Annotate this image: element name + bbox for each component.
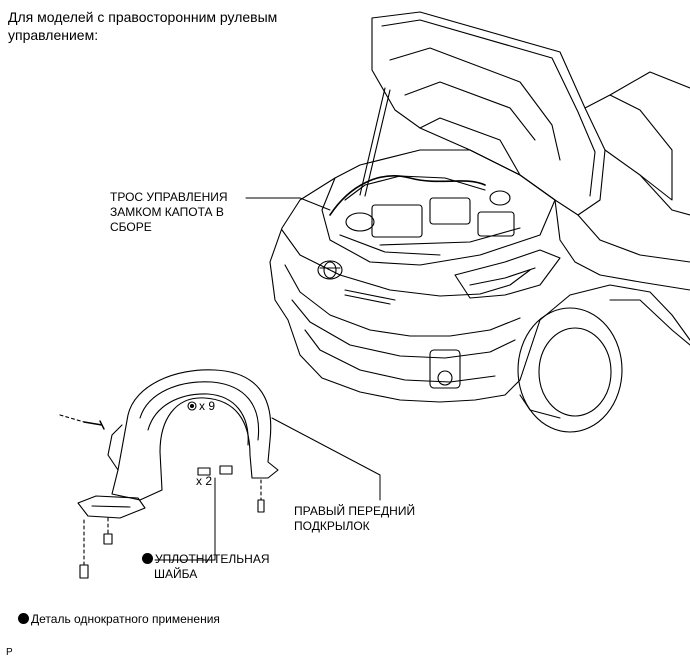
- hood-cable-label: ТРОС УПРАВЛЕНИЯ ЗАМКОМ КАПОТА В СБОРЕ: [110, 190, 228, 235]
- fender-liner-illustration: [59, 369, 279, 579]
- lower-bracket: [77, 495, 146, 519]
- seal-washer-label-line-1: УПЛОТНИТЕЛЬНАЯ: [155, 552, 270, 566]
- engine-cover: [371, 204, 423, 238]
- upper-bolt-icon: [83, 420, 105, 430]
- fender-liner: [111, 369, 279, 501]
- fender-liner-label: ПРАВЫЙ ПЕРЕДНИЙ ПОДКРЫЛОК: [294, 504, 415, 534]
- legend-single-use-text: Деталь однократного применения: [31, 612, 220, 626]
- single-use-dot-icon: [142, 553, 153, 564]
- car-body: [269, 177, 521, 403]
- right-bolt-icon: [257, 499, 265, 513]
- fender-liner-label-line-2: ПОДКРЫЛОК: [294, 519, 370, 533]
- fender-liner-label-line-1: ПРАВЫЙ ПЕРЕДНИЙ: [294, 504, 416, 518]
- hood-cable-label-line-3: СБОРЕ: [110, 220, 152, 234]
- hood-prop-rod: [359, 87, 386, 196]
- seal-washer-label: УПЛОТНИТЕЛЬНАЯ ШАЙБА: [142, 552, 270, 582]
- front-wheel: [517, 307, 623, 433]
- hood-release-cable: [329, 175, 486, 216]
- lower-bolt-icon: [103, 533, 113, 545]
- seal-washer-label-line-2: ШАЙБА: [154, 567, 198, 581]
- legend: Деталь однократного применения: [18, 612, 220, 627]
- bolt-icon: [197, 465, 233, 476]
- engine-bay: [321, 149, 556, 266]
- bottom-bolt-icon: [79, 564, 89, 579]
- open-hood: [371, 11, 606, 216]
- heading-line-1: Для моделей с правосторонним рулевым: [8, 9, 278, 25]
- front-bumper: [281, 229, 531, 297]
- clip-icon: [187, 401, 197, 411]
- hood-cable-label-line-2: ЗАМКОМ КАПОТА В: [110, 205, 224, 219]
- clip-quantity-label: x 9: [199, 399, 216, 413]
- single-use-dot-icon: [18, 613, 29, 624]
- toyota-emblem: [317, 260, 343, 280]
- car-illustration: [269, 11, 690, 433]
- page-heading: Для моделей с правосторонним рулевым упр…: [8, 8, 277, 44]
- windshield: [584, 94, 673, 201]
- leader-lines: [154, 197, 381, 561]
- fog-lamp: [429, 349, 461, 389]
- hood-cable-label-line-1: ТРОС УПРАВЛЕНИЯ: [110, 190, 228, 204]
- corner-mark: P: [6, 647, 13, 658]
- headlight: [454, 249, 561, 299]
- heading-line-2: управлением:: [8, 27, 99, 43]
- bolt-quantity-label: x 2: [196, 474, 213, 488]
